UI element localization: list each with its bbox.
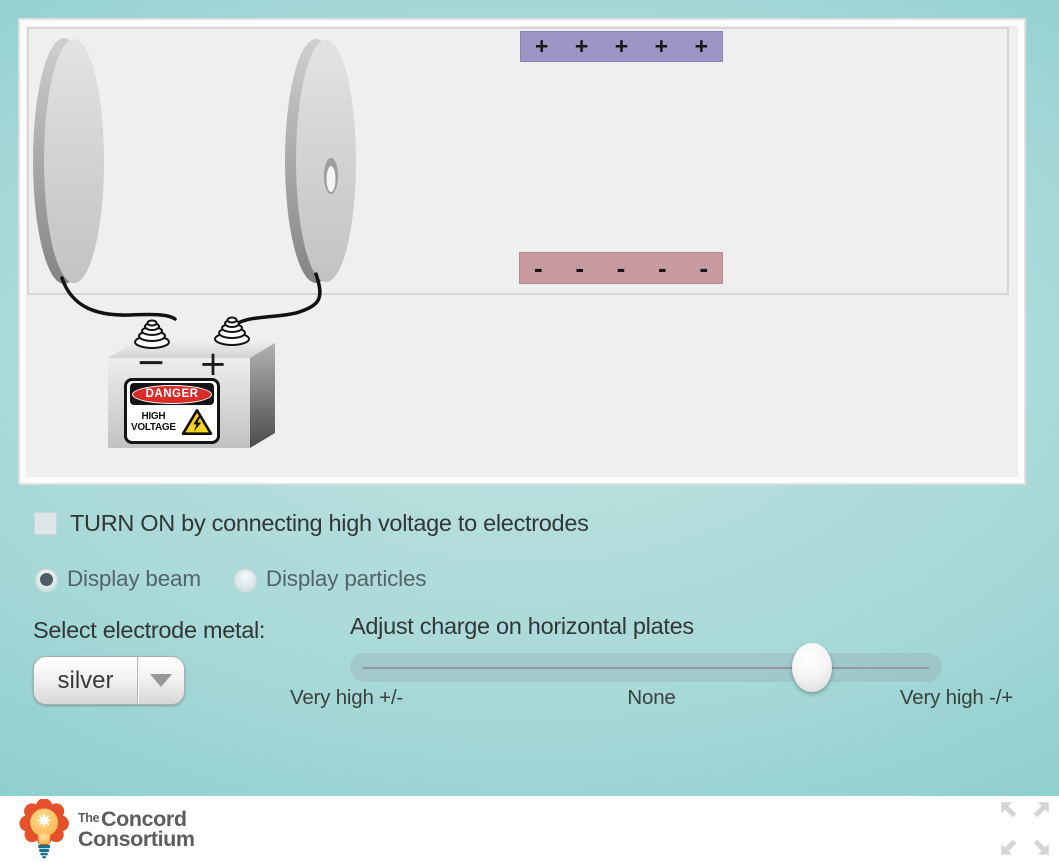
- expand-arrow-bottom-right-icon: [1033, 839, 1049, 855]
- charge-slider-track[interactable]: [350, 643, 942, 692]
- left-electrode-wire: [60, 276, 177, 321]
- right-electrode-disc: [285, 39, 356, 283]
- plus-symbol: +: [654, 33, 669, 59]
- plus-symbol: +: [614, 33, 629, 59]
- high-voltage-warning-sign: DANGER HIGH VOLTAGE: [124, 378, 220, 444]
- simulation-canvas: − + + + + + + - - - - - DANGER: [18, 18, 1026, 485]
- minus-symbol: -: [657, 253, 667, 283]
- right-electrode-wire: [231, 272, 322, 329]
- battery-plus-label: +: [199, 344, 228, 384]
- expand-arrow-bottom-left-icon: [1001, 839, 1017, 855]
- danger-red-oval: [132, 384, 212, 404]
- charge-slider-block: Adjust charge on horizontal plates: [350, 613, 942, 692]
- display-beam-label[interactable]: Display beam: [67, 566, 201, 591]
- concord-consortium-logo[interactable]: The Concord Consortium: [18, 799, 195, 861]
- logo-text: The Concord Consortium: [78, 807, 195, 851]
- lightbulb-flower-icon: [19, 799, 69, 859]
- negative-plate: - - - - -: [519, 252, 723, 284]
- display-particles-label[interactable]: Display particles: [265, 566, 427, 591]
- plus-symbol: +: [535, 33, 549, 59]
- slider-center-label: None: [627, 686, 676, 709]
- negative-terminal: [134, 319, 170, 349]
- danger-banner: DANGER: [130, 383, 214, 405]
- fullscreen-button[interactable]: [999, 800, 1051, 860]
- high-voltage-text: HIGH VOLTAGE: [131, 410, 176, 433]
- positive-plate: + + + + +: [520, 31, 723, 62]
- footer-bar: The Concord Consortium: [0, 796, 1059, 864]
- slider-right-label: Very high -/+: [899, 686, 1013, 709]
- turn-on-checkbox[interactable]: [34, 512, 57, 535]
- display-particles-radio[interactable]: [233, 567, 257, 591]
- plus-symbol: +: [574, 33, 589, 59]
- electrode-metal-value: silver: [57, 666, 114, 694]
- electrode-metal-label: Select electrode metal:: [33, 617, 266, 643]
- charge-slider-title: Adjust charge on horizontal plates: [350, 613, 694, 639]
- minus-symbol: -: [575, 253, 584, 283]
- vacuum-tube-region: [27, 27, 1009, 295]
- turn-on-label[interactable]: TURN ON by connecting high voltage to el…: [70, 510, 589, 536]
- plus-symbol: +: [694, 33, 708, 59]
- electrode-metal-block: Select electrode metal: silver: [33, 617, 265, 705]
- charge-slider-thumb[interactable]: [791, 643, 832, 692]
- chevron-down-icon: [150, 674, 172, 687]
- display-beam-radio[interactable]: [35, 567, 58, 591]
- left-electrode-disc: [33, 38, 104, 284]
- expand-arrow-top-left-icon: [1001, 802, 1017, 818]
- battery-minus-label: −: [136, 342, 166, 383]
- slider-left-label: Very high +/-: [290, 686, 404, 709]
- minus-symbol: -: [534, 253, 543, 283]
- electrode-metal-select[interactable]: silver: [33, 656, 185, 705]
- minus-symbol: -: [699, 253, 708, 283]
- danger-text: DANGER: [145, 388, 199, 400]
- lightning-warning-icon: [181, 409, 213, 435]
- turn-on-row: TURN ON by connecting high voltage to el…: [34, 510, 589, 537]
- display-mode-row: Display beam Display particles: [35, 566, 427, 592]
- minus-symbol: -: [616, 253, 626, 283]
- charge-slider-scale: Very high +/- None Very high -/+: [290, 686, 1013, 710]
- expand-arrow-top-right-icon: [1033, 802, 1049, 818]
- positive-terminal: [214, 316, 250, 346]
